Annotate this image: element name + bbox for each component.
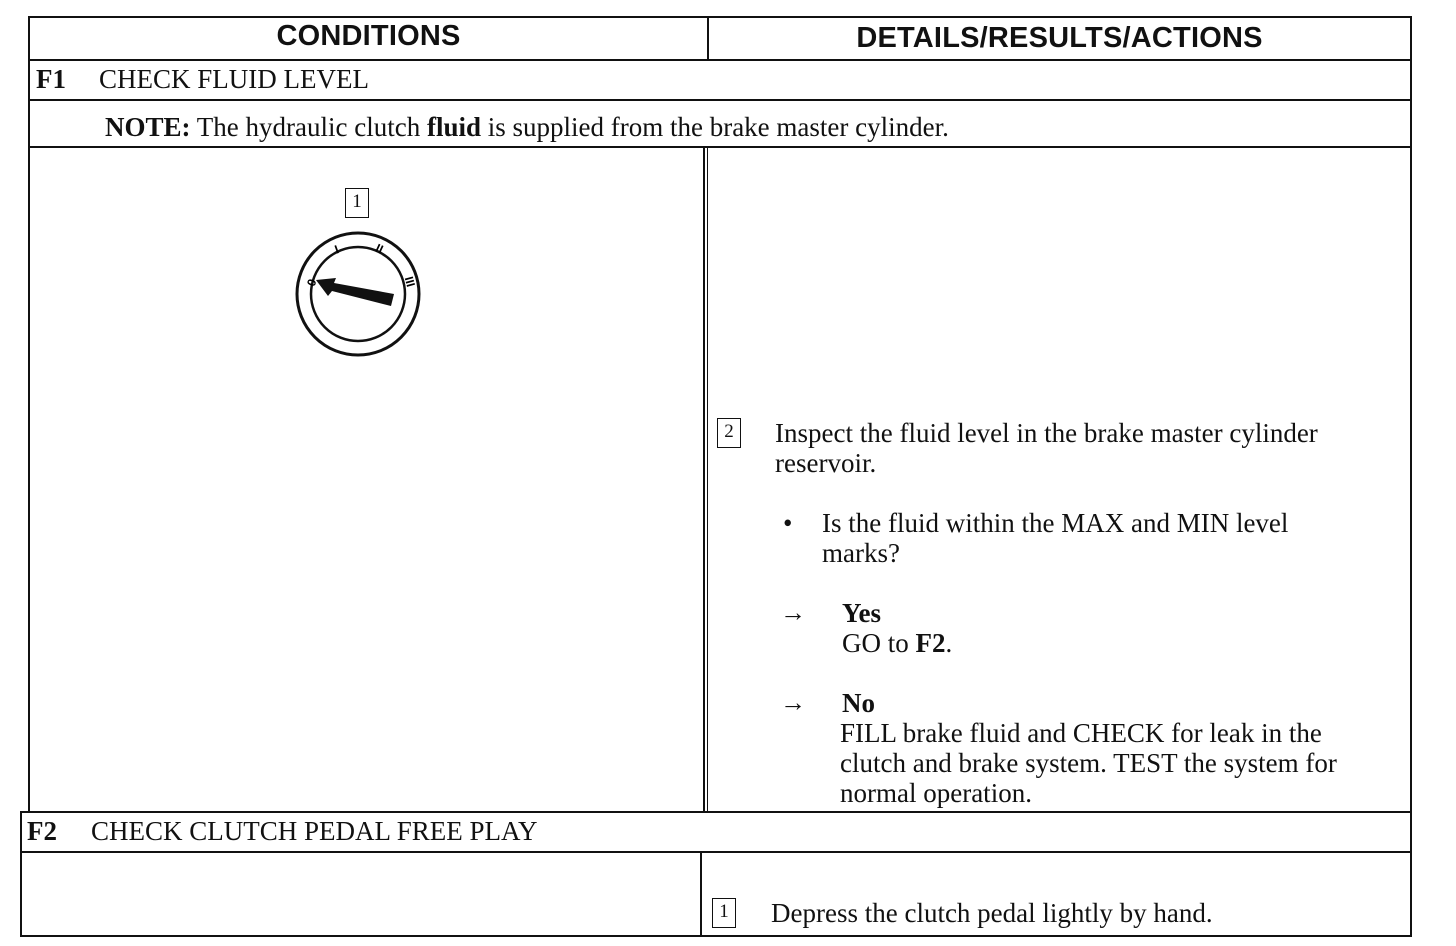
question-line1: Is the fluid within the MAX and MIN leve… [822,508,1289,538]
header-conditions: CONDITIONS [276,20,461,52]
rule-f2-top [20,811,1412,813]
no-label: No [842,688,875,718]
rule-f1-title [28,99,1412,101]
rule-header [28,59,1412,61]
callout-1: 1 [345,188,369,218]
note-label: NOTE: [105,112,191,142]
fluid-level-gauge-illustration: 0 I II III [295,231,421,357]
col-divider-header [707,16,709,60]
header-details: DETAILS/RESULTS/ACTIONS [856,22,1263,54]
note-text-b: fluid [426,112,481,142]
f2-code: F2 [27,816,57,846]
gauge-inner-ring [309,245,407,343]
col-divider-f1-b [707,146,708,812]
gauge-needle-icon [316,278,394,306]
gauge-mark-three: III [402,275,418,288]
border-top [28,16,1412,18]
yes-arrow-icon: → [780,598,806,627]
note-text-c: is supplied from the brake master cylind… [480,112,949,142]
rule-note [28,146,1412,148]
callout-2: 2 [717,418,741,448]
border-bottom [20,935,1412,937]
yes-action-a: GO to [842,628,916,658]
gauge-outer-ring [295,231,421,357]
yes-label: Yes [842,598,881,628]
border-right [1410,16,1412,937]
yes-action: GO to F2. [842,628,952,658]
question-line2: marks? [822,538,900,568]
no-line3: normal operation. [840,778,1032,808]
col-divider-f2 [700,852,702,937]
gauge-mark-two: II [373,241,385,257]
f2-instruction: Depress the clutch pedal lightly by hand… [771,898,1213,928]
instruction-line2: reservoir. [775,448,877,478]
f1-note: NOTE: The hydraulic clutch fluid is supp… [105,112,949,142]
no-arrow-icon: → [780,688,806,717]
f1-title: CHECK FLUID LEVEL [99,64,369,94]
yes-action-c: . [945,628,953,658]
border-left-lower [20,812,22,936]
gauge-mark-one: I [333,242,341,256]
f2-callout-1: 1 [712,898,736,928]
instruction-line1: Inspect the fluid level in the brake mas… [775,418,1318,448]
bullet-icon: • [783,508,793,538]
no-line1: FILL brake fluid and CHECK for leak in t… [840,718,1322,748]
rule-f2-title [20,851,1412,853]
gauge-mark-zero: 0 [304,277,320,288]
note-text-a: The hydraulic clutch [196,112,427,142]
col-divider-f1 [703,146,705,812]
yes-action-b: F2 [915,628,946,658]
border-left [28,16,30,812]
f1-code: F1 [36,64,66,94]
f2-title: CHECK CLUTCH PEDAL FREE PLAY [91,816,538,846]
no-line2: clutch and brake system. TEST the system… [840,748,1337,778]
